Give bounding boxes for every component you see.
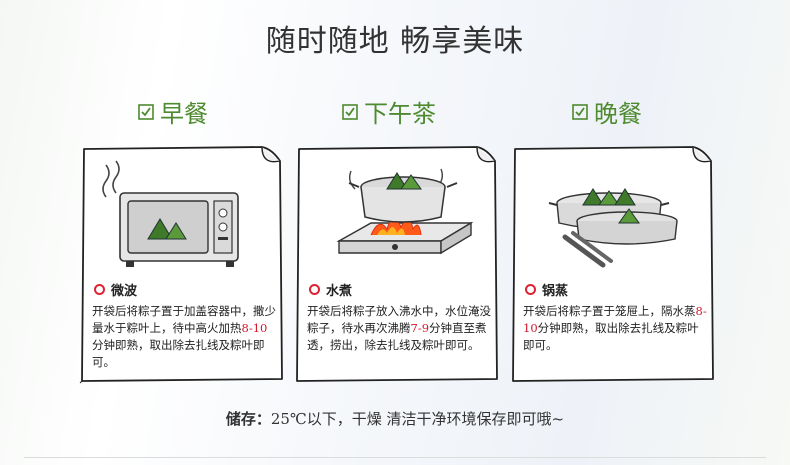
meal-label-afternoon-tea: 下午茶 <box>342 94 436 129</box>
meal-label-text: 晚餐 <box>594 100 642 128</box>
checkbox-icon <box>342 103 358 120</box>
method-description: 开袋后将粽子置于笼屉上，隔水蒸8-10分钟即熟，取出除去扎线及粽叶即可。 <box>523 303 709 354</box>
storage-note: 储存：25℃以下，干燥 清洁干净环境保存即可哦~ <box>0 408 790 429</box>
desc-text: 开袋后将粽子置于笼屉上，隔水蒸 <box>523 304 696 318</box>
desc-text: 分钟直至煮透，捞出，除去扎线及粽叶即可。 <box>307 321 487 352</box>
pot-on-stove-illustration <box>336 168 474 255</box>
microwave-illustration <box>102 160 239 267</box>
steamer-illustration <box>548 188 678 268</box>
meal-label-dinner: 晚餐 <box>572 94 642 129</box>
desc-text: 分钟即熟，取出除去扎线及粽叶即可。 <box>523 321 699 352</box>
storage-label: 储存： <box>225 410 271 428</box>
bullet-circle-icon <box>309 284 320 295</box>
card-microwave: 微波 开袋后将粽子置于加盖容器中，撒少量水于粽叶上，待中高火加热8-10 分钟即熟… <box>76 143 286 385</box>
meal-label-breakfast: 早餐 <box>138 94 208 129</box>
desc-time-highlight: 8-10 <box>241 321 268 335</box>
paper-frame <box>296 146 498 382</box>
checkbox-icon <box>572 103 588 120</box>
storage-text: 25℃以下，干燥 清洁干净环境保存即可哦~ <box>270 410 565 428</box>
desc-text: 分钟即熟，取出除去扎线及粽叶即可。 <box>92 338 265 369</box>
method-label: 水煮 <box>309 280 352 299</box>
method-label: 锅蒸 <box>525 280 568 299</box>
desc-text: 开袋后将粽子放入沸水中，水位淹没粽子，待水再次沸腾 <box>307 304 491 335</box>
method-label: 微波 <box>94 280 137 299</box>
meal-label-text: 下午茶 <box>364 100 436 128</box>
card-steaming: 锅蒸 开袋后将粽子置于笼屉上，隔水蒸8-10分钟即熟，取出除去扎线及粽叶即可。 <box>507 143 717 385</box>
desc-time-highlight: 7-9 <box>410 321 430 335</box>
method-text: 微波 <box>111 284 138 299</box>
checkbox-icon <box>138 103 154 120</box>
card-boiling: 水煮 开袋后将粽子放入沸水中，水位淹没粽子，待水再次沸腾7-9分钟直至煮透，捞出… <box>291 143 501 385</box>
page-title: 随时随地 畅享美味 <box>265 24 525 59</box>
method-text: 锅蒸 <box>542 284 569 299</box>
bullet-circle-icon <box>94 284 105 295</box>
method-description: 开袋后将粽子放入沸水中，水位淹没粽子，待水再次沸腾7-9分钟直至煮透，捞出，除去… <box>307 303 493 354</box>
desc-text: 开袋后将粽子置于加盖容器中，撒少量水于粽叶上，待中高火加热 <box>92 304 276 335</box>
bullet-circle-icon <box>525 284 536 295</box>
meal-label-text: 早餐 <box>160 100 208 128</box>
method-text: 水煮 <box>326 284 353 299</box>
bottom-divider <box>24 457 766 458</box>
desc-time-highlight: 8-10 <box>523 304 707 335</box>
method-description: 开袋后将粽子置于加盖容器中，撒少量水于粽叶上，待中高火加热8-10 分钟即熟，取出… <box>92 303 278 371</box>
